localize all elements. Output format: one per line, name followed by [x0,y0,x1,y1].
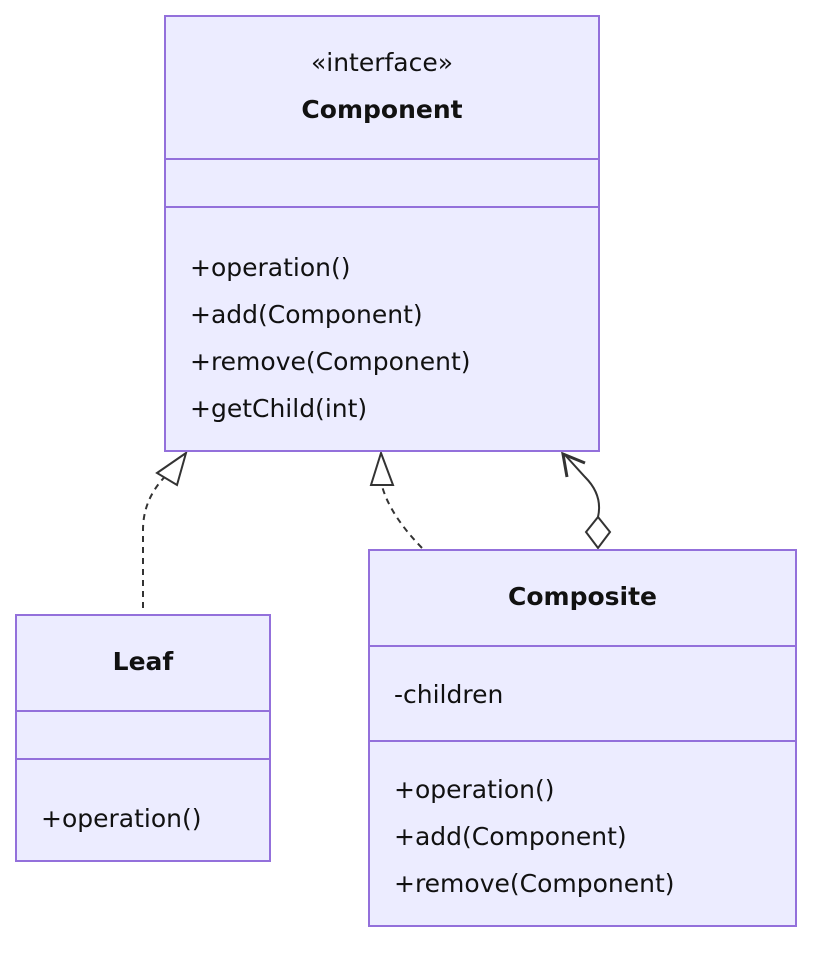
class-stereotype: «interface» [310,48,454,77]
open-arrowhead [561,451,586,478]
class-component: «interface» Component +operation() +add(… [164,15,600,452]
class-methods: +operation() [17,758,269,842]
class-methods: +operation() +add(Component) +remove(Com… [370,740,795,907]
realization-line-leaf [142,469,173,608]
method-item: +add(Component) [394,822,627,851]
realization-composite-to-component [369,449,423,549]
method-item: +remove(Component) [190,347,471,376]
class-attributes [17,710,269,758]
hollow-triangle-arrowhead [369,449,395,486]
method-item: +remove(Component) [394,869,675,898]
realization-line-composite [381,485,423,549]
class-composite: Composite -children +operation() +add(Co… [368,549,797,927]
method-item: +operation() [190,253,351,282]
class-header: Composite [370,551,795,645]
class-name: Composite [508,582,657,611]
class-leaf: Leaf +operation() [15,614,271,862]
class-methods: +operation() +add(Component) +remove(Com… [166,206,598,432]
method-item: +operation() [41,804,202,833]
class-header: «interface» Component [166,17,598,158]
aggregation-composite-to-component [561,451,612,550]
class-header: Leaf [17,616,269,710]
class-name: Component [301,95,463,124]
class-name: Leaf [112,647,174,676]
realization-leaf-to-component [142,450,188,608]
class-attributes [166,158,598,206]
attribute-item: -children [394,680,504,709]
method-item: +add(Component) [190,300,423,329]
aggregation-line [564,454,601,518]
class-attributes: -children [370,645,795,740]
method-item: +operation() [394,775,555,804]
hollow-triangle-arrowhead [155,450,188,487]
method-item: +getChild(int) [190,394,368,423]
hollow-diamond-icon [584,515,612,550]
